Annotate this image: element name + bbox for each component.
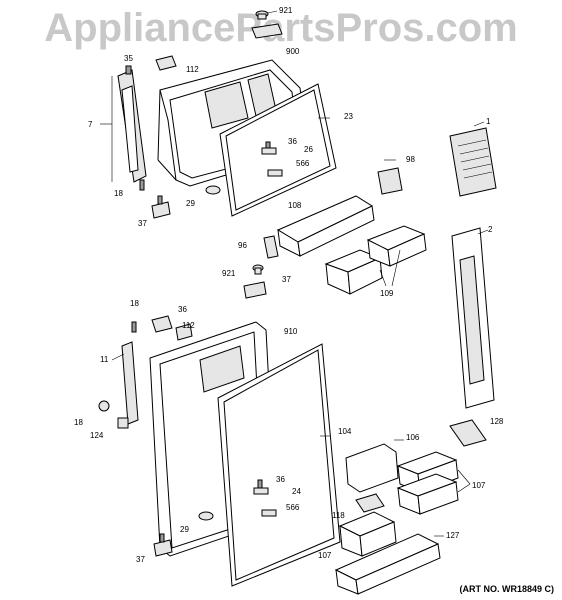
fresh-food-gasket-104 xyxy=(217,343,341,587)
callout-labels: 921 35 112 900 7 23 36 26 566 18 29 37 9… xyxy=(74,6,504,564)
door-bin-109-right xyxy=(366,225,427,267)
callout-566-upper: 566 xyxy=(296,159,310,168)
callout-109: 109 xyxy=(380,289,394,298)
callout-921-lower: 921 xyxy=(222,269,236,278)
freezer-handle-7 xyxy=(117,69,147,183)
callout-26: 26 xyxy=(304,145,313,154)
freezer-gasket-23 xyxy=(219,83,337,217)
callout-24: 24 xyxy=(292,487,301,496)
callout-104: 104 xyxy=(338,427,352,436)
callout-18-upper: 18 xyxy=(114,189,123,198)
callout-106: 106 xyxy=(406,433,420,442)
callout-112-lower: 112 xyxy=(182,321,195,330)
callout-36-stop: 36 xyxy=(276,475,285,484)
handle-mount-124 xyxy=(98,400,129,429)
callout-37-upper: 37 xyxy=(138,219,147,228)
bracket-98 xyxy=(377,167,403,195)
watermark: AppliancePartsPros.com xyxy=(44,6,518,50)
callout-18-lower: 18 xyxy=(130,299,139,308)
callout-36-lower: 36 xyxy=(178,305,187,314)
stop-36-24-lower xyxy=(253,479,277,517)
hinge-pin-921-top xyxy=(255,10,278,20)
stop-36-26-upper xyxy=(261,141,283,177)
callout-124: 124 xyxy=(90,431,104,440)
callout-112-upper: 112 xyxy=(186,65,199,74)
callout-29-upper: 29 xyxy=(186,199,195,208)
callout-921-top: 921 xyxy=(279,6,293,15)
part-128 xyxy=(449,419,487,447)
hinge-bracket-upper xyxy=(251,23,283,39)
dairy-cover-106 xyxy=(345,443,399,493)
art-number: (ART NO. WR18849 C) xyxy=(459,584,554,594)
hinge-36-112-lower xyxy=(151,315,193,341)
callout-35: 35 xyxy=(124,54,133,63)
screw-18-upper xyxy=(139,179,145,191)
callout-2: 2 xyxy=(488,225,493,234)
handle-screw-35 xyxy=(125,65,132,75)
callout-107-left: 107 xyxy=(318,551,332,560)
door-bin-107-lower xyxy=(338,511,397,557)
hinge-112-upper xyxy=(155,55,177,71)
screw-18-lower xyxy=(131,321,137,333)
callout-1: 1 xyxy=(486,117,491,126)
callout-96: 96 xyxy=(238,241,247,250)
bumper-29-lower xyxy=(198,511,214,521)
callout-37-bottom: 37 xyxy=(136,555,145,564)
handle-11 xyxy=(121,341,139,425)
callout-566-lower: 566 xyxy=(286,503,300,512)
callout-127: 127 xyxy=(446,531,460,540)
hinge-pin-921-lower xyxy=(252,264,264,275)
callout-128: 128 xyxy=(490,417,504,426)
freezer-shelf-108 xyxy=(276,195,375,257)
hinge-37-upper xyxy=(151,195,171,219)
callout-98: 98 xyxy=(406,155,415,164)
callout-108: 108 xyxy=(288,201,302,210)
door-bin-109-left xyxy=(324,249,383,295)
hinge-37-lower-top xyxy=(243,281,267,299)
door-bin-127 xyxy=(334,533,441,595)
callout-910: 910 xyxy=(284,327,298,336)
callout-37-lower-top: 37 xyxy=(282,275,291,284)
hinge-37-lower xyxy=(153,533,173,557)
bumper-29-upper xyxy=(205,185,221,195)
callout-18-handle: 18 xyxy=(74,418,83,427)
part-118 xyxy=(355,493,385,513)
label-plate-1 xyxy=(449,127,497,197)
callout-11: 11 xyxy=(100,355,109,364)
door-bin-107-upper xyxy=(396,451,459,515)
leader-lines xyxy=(100,76,489,537)
clip-96 xyxy=(263,235,279,259)
cover-panel-2 xyxy=(451,227,495,409)
callout-900: 900 xyxy=(286,47,300,56)
callout-7: 7 xyxy=(88,120,93,129)
callout-23: 23 xyxy=(344,112,353,121)
callout-36-upper: 36 xyxy=(288,137,297,146)
callout-118: 118 xyxy=(332,511,345,520)
callout-107-right: 107 xyxy=(472,481,486,490)
callout-29-lower: 29 xyxy=(180,525,189,534)
